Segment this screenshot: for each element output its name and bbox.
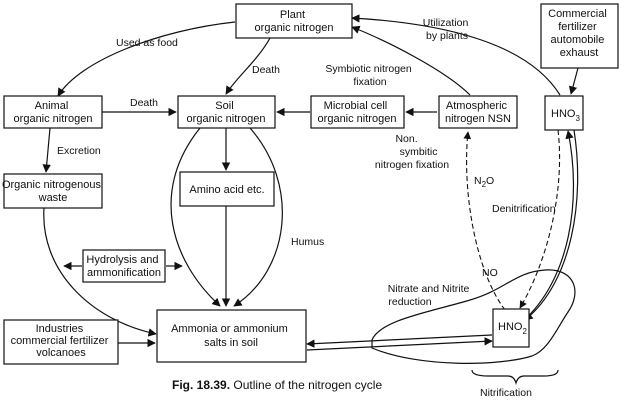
node-animal: Animal organic nitrogen [14,100,93,125]
label-nonsymbiotic: Non. symbitic nitrogen fixation [375,133,449,171]
edge-hno2-to-ammonia [306,334,493,348]
node-waste-box [3,173,103,209]
node-plant-box [235,3,353,39]
label-used-as-food: Used as food [116,37,178,49]
node-plant: Plant organic nitrogen [255,9,334,34]
label-n2o: N2O [474,175,494,189]
edge-hno3-to-hno2 [524,129,579,321]
label-symbiotic: Symbiotic nitrogen fixation [325,63,414,88]
edge-dashed-hno3-denitrification [519,129,561,309]
edge-ammonia-to-hno2 [306,337,493,351]
nitrification-loop [371,269,576,364]
node-commercial-box [540,3,619,69]
node-labels: Plant organic nitrogen Commercial fertil… [2,8,610,359]
label-nitrate-reduction: Nitrate and Nitrite reduction [388,283,473,308]
node-commercial: Commercial fertilizer automobile exhaust [548,8,610,59]
node-industries-box [3,319,119,365]
nitrification-brace [471,369,559,386]
node-hno3: HNO3 [551,108,580,123]
caption-fig-number: Fig. 18.39. [172,378,231,392]
edge-plant-to-soil [225,37,271,95]
edge-hno2-to-hno3 [521,130,575,323]
label-no: NO [482,267,498,279]
edge-hno3-to-plant [351,14,561,96]
label-humus: Humus [291,236,324,248]
node-hno2: HNO2 [498,321,527,336]
node-hno3-box [544,95,584,131]
label-nitrification: Nitrification [480,387,532,399]
edge-waste-to-ammonia [43,207,157,337]
label-death-plant: Death [252,64,280,76]
edge-soil-loop-left [170,127,221,307]
node-atmospheric: Atmospheric nitrogen NSN [445,100,511,125]
label-denitrification: Denitrification [492,203,556,215]
edge-dashed-to-atmospheric [463,131,506,311]
node-ammonia: Ammonia or ammonium salts in soil [171,323,291,349]
node-animal-box [3,95,103,129]
node-soil: Soil organic nitrogen [187,100,266,125]
node-soil-box [177,95,276,129]
node-boxes [3,3,619,365]
node-amino: Amino acid etc. [189,184,264,196]
label-utilization: Utilization by plants [423,17,471,42]
edge-commercial-to-hno3 [568,67,579,95]
node-waste: Organic nitrogenous waste [2,179,104,204]
figure-caption: Fig. 18.39. Outline of the nitrogen cycl… [172,378,472,392]
node-hno2-box [492,308,530,348]
node-microbial-box [310,95,405,129]
edge-labels: Used as food Utilization by plants Death… [57,17,556,399]
node-industries: Industries commercial fertilizer volcano… [11,323,112,359]
label-death-animal: Death [130,97,158,109]
caption-text: Outline of the nitrogen cycle [233,378,383,392]
edge-animal-to-waste [42,127,51,173]
edge-atmo-to-plant [351,25,471,96]
node-hydrolysis-box [82,249,166,283]
edge-plant-to-animal [57,21,236,97]
node-ammonia-box [156,309,307,363]
label-excretion: Excretion [57,145,101,157]
node-atmospheric-box [438,95,518,129]
node-hydrolysis: Hydrolysis and ammonification [86,254,161,279]
node-microbial: Microbial cell organic nitrogen [318,100,397,125]
edges [42,14,579,386]
node-amino-box [179,171,275,207]
edge-soil-loop-right-humus [233,127,283,307]
